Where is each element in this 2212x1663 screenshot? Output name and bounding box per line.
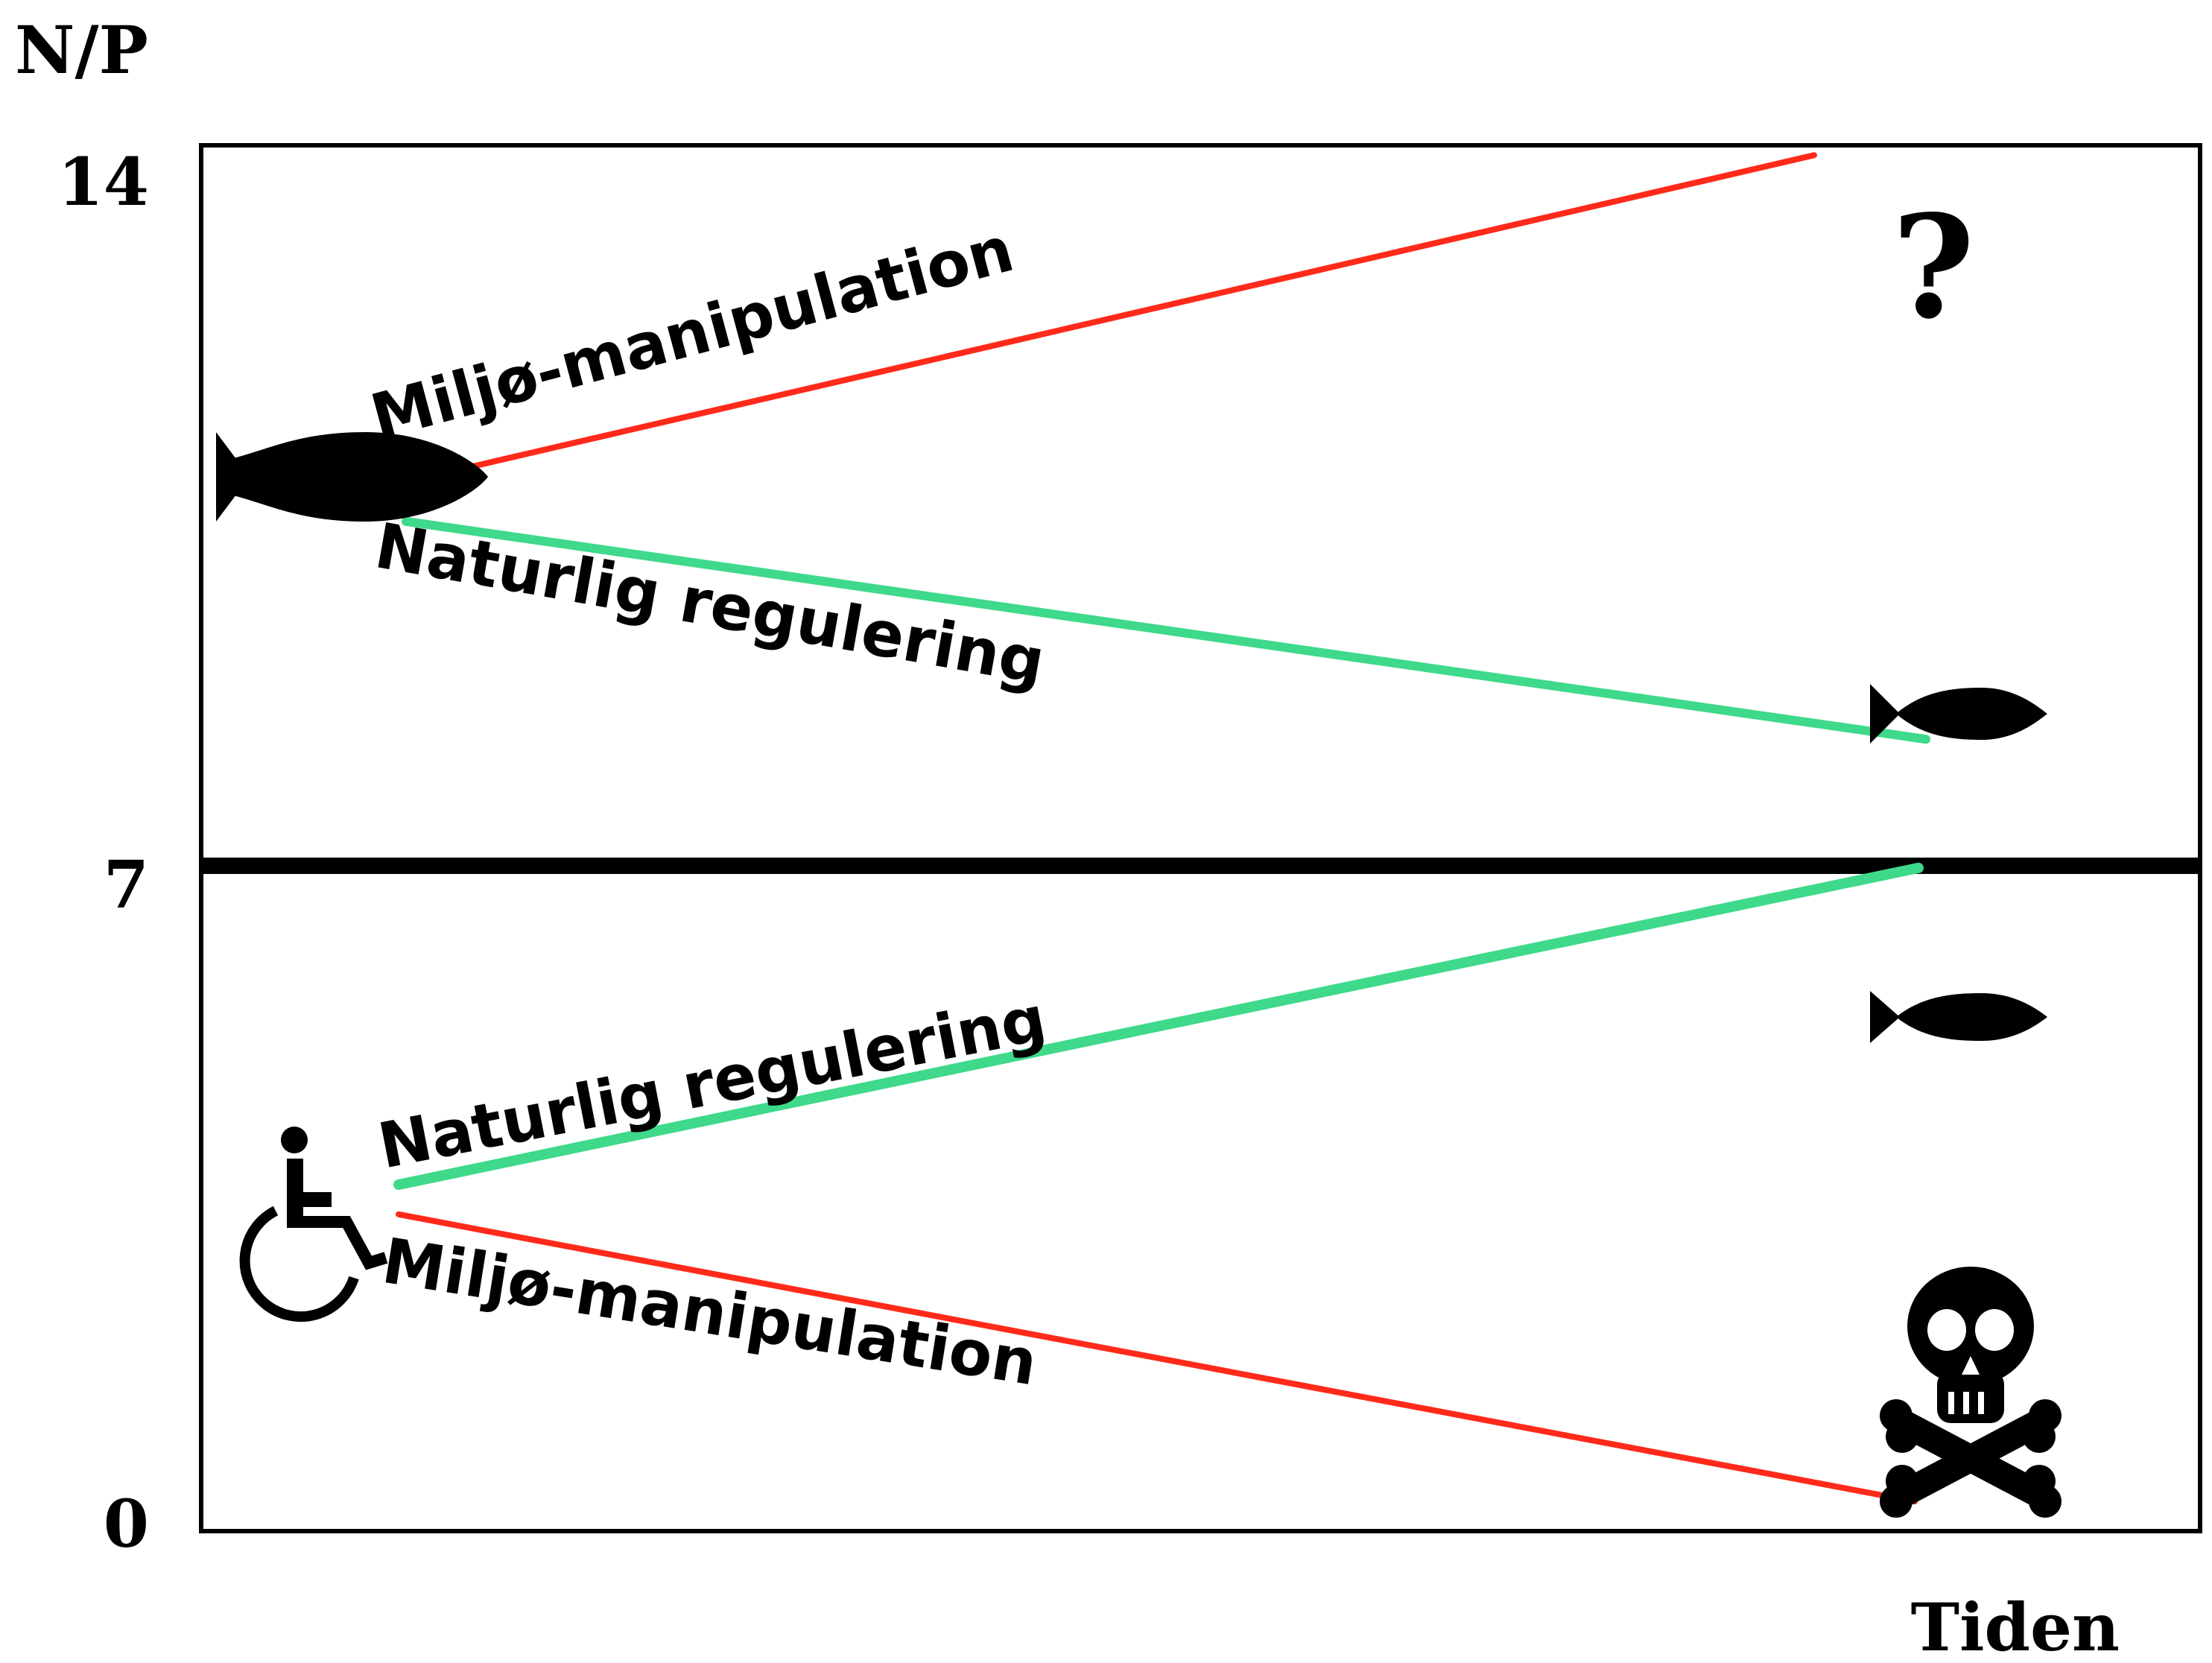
series-line-lower-red: [396, 1211, 1918, 1505]
plot-frame: [199, 143, 2202, 1533]
label-lower-green: Naturlig regulering: [373, 982, 1052, 1183]
label-upper-green: Naturlig regulering: [370, 509, 1050, 698]
label-lower-red: Miljø-manipulation: [378, 1224, 1042, 1400]
fish-icon: [1870, 684, 2047, 744]
y-tick-0: 0: [104, 1485, 149, 1562]
wheelchair-icon: [239, 1127, 388, 1323]
skull-crossbones-icon: [1880, 1267, 2062, 1518]
series-line-upper-red: [403, 152, 1817, 485]
series-line-upper-green: [402, 516, 1930, 744]
x-axis-label: Tiden: [1911, 1588, 2120, 1663]
y-axis-label: N/P: [15, 11, 148, 89]
fish-icon: [1870, 991, 2047, 1043]
series-line-lower-green: [393, 862, 1924, 1190]
fish-icon: [216, 432, 488, 522]
y-tick-7: 7: [104, 846, 149, 923]
y-tick-14: 14: [58, 143, 149, 221]
question-mark-icon: ?: [1892, 184, 1974, 350]
